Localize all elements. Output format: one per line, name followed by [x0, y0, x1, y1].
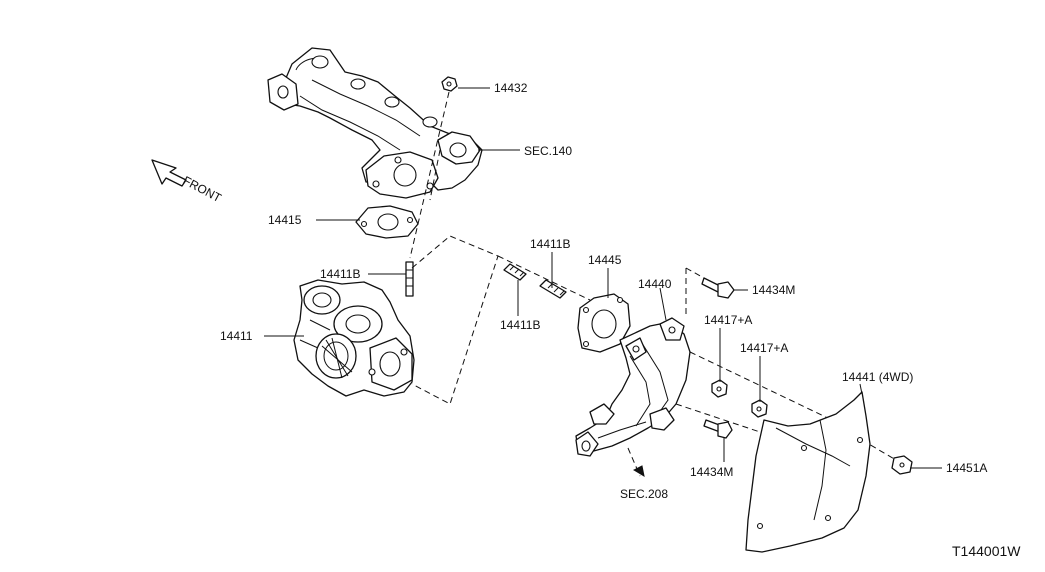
label-14434m-upper: 14434M — [752, 283, 795, 297]
exhaust-manifold — [267, 47, 483, 199]
assembly-line-lower-right — [675, 403, 761, 433]
turbocharger-14411 — [293, 279, 415, 397]
label-sec140: SEC.140 — [524, 144, 572, 158]
label-14417a-upper: 14417+A — [704, 313, 752, 327]
label-14415: 14415 — [268, 213, 302, 227]
label-14411: 14411 — [220, 329, 253, 343]
sec208-arrow — [627, 447, 645, 478]
label-14445: 14445 — [588, 253, 622, 267]
exhaust-outlet-14440 — [575, 317, 691, 457]
nut-14417a-upper — [711, 379, 728, 398]
front-arrow-icon — [151, 159, 187, 187]
assembly-line-manifold — [429, 149, 441, 201]
label-14411b-upper: 14411B — [530, 237, 570, 251]
heat-insulator-14441 — [745, 391, 871, 553]
label-14451a: 14451A — [946, 461, 987, 475]
leader-14441 — [859, 383, 863, 395]
label-14441: 14441 (4WD) — [842, 370, 913, 384]
stud-14411b-mid-b — [539, 279, 567, 299]
figure-code: T144001W — [952, 543, 1021, 559]
gasket-14445 — [577, 293, 631, 353]
nut-14417a-lower — [751, 399, 768, 418]
nut-14432 — [441, 76, 458, 92]
assembly-line-upper-right — [689, 351, 833, 421]
bolt-14434m-upper — [701, 277, 735, 299]
label-14434m-lower: 14434M — [690, 465, 733, 479]
label-14411b-lower: 14411B — [500, 318, 540, 332]
label-14432: 14432 — [494, 81, 528, 95]
assembly-line-bolt-upper — [685, 267, 705, 316]
label-sec208: SEC.208 — [620, 487, 668, 501]
assembly-line-14451a — [861, 439, 897, 461]
stud-14411b-left — [405, 261, 414, 297]
assembly-line-14432 — [409, 91, 450, 259]
assembly-box-left — [411, 235, 499, 405]
bolt-14451a — [891, 455, 913, 475]
gasket-14415 — [355, 205, 419, 239]
leader-14440 — [659, 287, 667, 321]
label-14417a-lower: 14417+A — [740, 341, 788, 355]
assembly-line-studs — [497, 255, 591, 301]
label-front: FRONT — [181, 173, 225, 205]
label-14411b-left: 14411B — [320, 267, 360, 281]
label-14440: 14440 — [638, 277, 672, 291]
stud-14411b-mid-a — [503, 263, 527, 281]
bolt-14434m-lower — [703, 419, 733, 439]
